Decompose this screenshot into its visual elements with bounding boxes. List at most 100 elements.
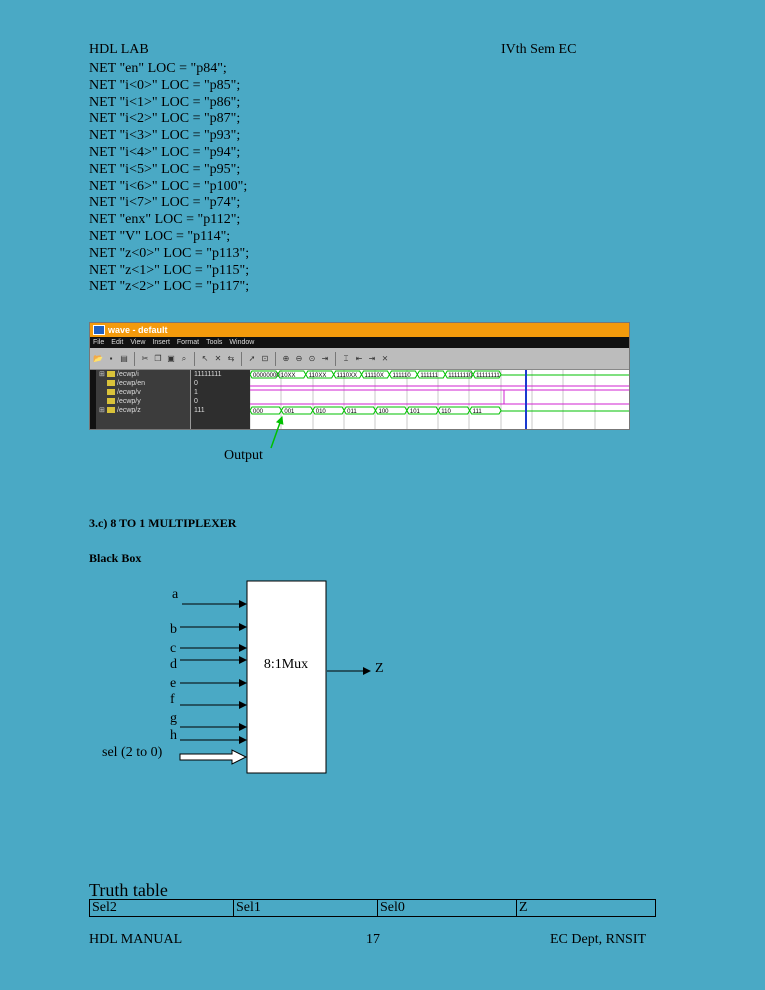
bus-value-i: 11111110	[448, 373, 473, 379]
bus-value-i: 111111	[420, 373, 438, 379]
menu-tools[interactable]: Tools	[206, 339, 223, 346]
ucf-line: NET "en" LOC = "p84";	[89, 61, 227, 76]
bus-value-z: 111	[473, 409, 483, 415]
find-edge-icon[interactable]: ⇥	[321, 353, 329, 363]
signal-value: 0	[194, 380, 198, 387]
header-z: Z	[516, 899, 656, 917]
wave-toolbar: 📂 ▪ ▤ ✂ ❐ ▣ ⌕ ↖ ✕ ⇆ ➚ ⊡ ⊕ ⊖ ⊙ ⇥ ⌶ ⇤ ⇥ ⨯	[90, 348, 629, 370]
save-icon[interactable]: ▪	[109, 353, 113, 363]
output-pointer-arrow	[270, 416, 284, 449]
signal-row[interactable]: /ecwp/v	[96, 388, 190, 397]
zoom-mode-icon[interactable]: ⊡	[261, 353, 269, 363]
zoom-full-icon[interactable]: ⊙	[308, 353, 316, 363]
mux-label: 8:1Mux	[264, 657, 308, 672]
truth-table-title: Truth table	[89, 880, 168, 900]
zoom-in-icon[interactable]: ⊕	[282, 353, 290, 363]
header-sel2: Sel2	[89, 899, 234, 917]
ucf-line: NET "i<3>" LOC = "p93";	[89, 128, 241, 144]
input-g-label: g	[170, 711, 177, 726]
input-d-label: d	[170, 657, 177, 672]
signal-value: 11111111	[194, 371, 222, 378]
truth-table-header-row: Sel2 Sel1 Sel0 Z	[89, 899, 656, 917]
toolbar-separator	[134, 351, 135, 366]
bus-value-z: 100	[379, 409, 390, 415]
bus-value-i: 11111111	[476, 373, 500, 379]
insert-cursor-icon[interactable]: ↖	[201, 353, 209, 363]
ucf-line: NET "i<0>" LOC = "p85";	[89, 77, 241, 93]
mux-block	[246, 580, 327, 774]
menu-view[interactable]: View	[130, 339, 146, 346]
ucf-line: NET "i<4>" LOC = "p94";	[89, 144, 241, 160]
signal-row[interactable]: /ecwp/en	[96, 379, 190, 388]
output-annotation: Output	[224, 448, 263, 463]
expand-icon[interactable]: ⊞	[99, 371, 105, 378]
wave-left-strip	[90, 370, 96, 429]
wave-body: ⊞/ecwp/i /ecwp/en /ecwp/v /ecwp/y ⊞/ecwp…	[90, 370, 629, 429]
signal-value: 1	[194, 389, 198, 396]
signal-row[interactable]: ⊞/ecwp/z	[99, 407, 141, 414]
bus-value-i: 11110X	[365, 373, 384, 379]
page-number: 17	[366, 932, 380, 947]
align-icon[interactable]: ⇆	[227, 353, 235, 363]
cursor-next-icon[interactable]: ⇥	[368, 353, 376, 363]
wave-titlebar: wave - default	[90, 323, 629, 337]
header-sel1: Sel1	[233, 899, 378, 917]
menu-edit[interactable]: Edit	[111, 339, 124, 346]
signal-icon	[107, 398, 115, 405]
wave-title-text: wave - default	[108, 325, 168, 335]
output-z-label: Z	[375, 661, 384, 676]
copy-icon[interactable]: ❐	[154, 353, 162, 363]
ucf-line: NET "z<1>" LOC = "p115";	[89, 262, 250, 278]
page-header-left: HDL LAB	[89, 42, 149, 57]
bus-value-z: 010	[316, 409, 327, 415]
ucf-line: NET "enx" LOC = "p112";	[89, 212, 241, 228]
ucf-line: NET "i<2>" LOC = "p87";	[89, 111, 241, 127]
signal-icon	[107, 407, 115, 414]
sel-bus-arrow	[179, 749, 248, 765]
cursor-add-icon[interactable]: ⌶	[343, 353, 349, 363]
wave-menubar: File Edit View Insert Format Tools Windo…	[90, 337, 629, 348]
menu-window[interactable]: Window	[229, 339, 255, 346]
signal-name-pane: ⊞/ecwp/i /ecwp/en /ecwp/v /ecwp/y ⊞/ecwp…	[96, 370, 190, 429]
signal-row[interactable]: ⊞/ecwp/i	[99, 371, 139, 378]
bus-value-i: 1110XX	[337, 373, 357, 379]
ucf-line: NET "i<1>" LOC = "p86";	[89, 94, 241, 110]
zoom-out-icon[interactable]: ⊖	[295, 353, 303, 363]
cursor-delete-icon[interactable]: ⨯	[381, 353, 389, 363]
ucf-line: NET "z<2>" LOC = "p117";	[89, 279, 250, 295]
signal-icon	[107, 380, 115, 387]
header-sel0: Sel0	[377, 899, 517, 917]
print-icon[interactable]: ▤	[120, 353, 128, 363]
cursor-prev-icon[interactable]: ⇤	[355, 353, 363, 363]
ucf-line: NET "V" LOC = "p114";	[89, 228, 231, 244]
signal-icon	[107, 371, 115, 378]
bus-value-z: 001	[284, 409, 295, 415]
section-title: 3.c) 8 TO 1 MULTIPLEXER	[89, 516, 237, 530]
bus-value-i: 110XX	[309, 373, 327, 379]
wave-window: wave - default File Edit View Insert For…	[89, 322, 630, 430]
menu-format[interactable]: Format	[176, 339, 200, 346]
menu-file[interactable]: File	[93, 339, 105, 346]
signal-row[interactable]: /ecwp/y	[96, 397, 190, 406]
open-icon[interactable]: 📂	[93, 353, 103, 363]
ucf-line: NET "i<7>" LOC = "p74";	[89, 195, 241, 211]
input-a-label: a	[172, 587, 179, 602]
footer-right: EC Dept, RNSIT	[550, 932, 647, 947]
ucf-listing: NET "en" LOC = "p84"; NET "i<0>" LOC = "…	[89, 61, 249, 296]
cut-icon[interactable]: ✂	[141, 353, 149, 363]
find-icon[interactable]: ⌕	[181, 353, 187, 363]
ucf-line: NET "z<0>" LOC = "p113";	[89, 245, 250, 261]
expand-icon[interactable]: ⊞	[99, 407, 105, 414]
ucf-line: NET "i<5>" LOC = "p95";	[89, 161, 241, 177]
toolbar-separator	[194, 351, 195, 366]
delete-icon[interactable]: ✕	[214, 353, 222, 363]
select-mode-icon[interactable]: ➚	[248, 353, 256, 363]
app-icon	[93, 325, 105, 335]
signal-value: 111	[194, 407, 205, 414]
menu-insert[interactable]: Insert	[152, 339, 170, 346]
paste-icon[interactable]: ▣	[167, 353, 175, 363]
bus-value-z: 101	[410, 409, 421, 415]
bus-value-z: 110	[441, 409, 451, 415]
